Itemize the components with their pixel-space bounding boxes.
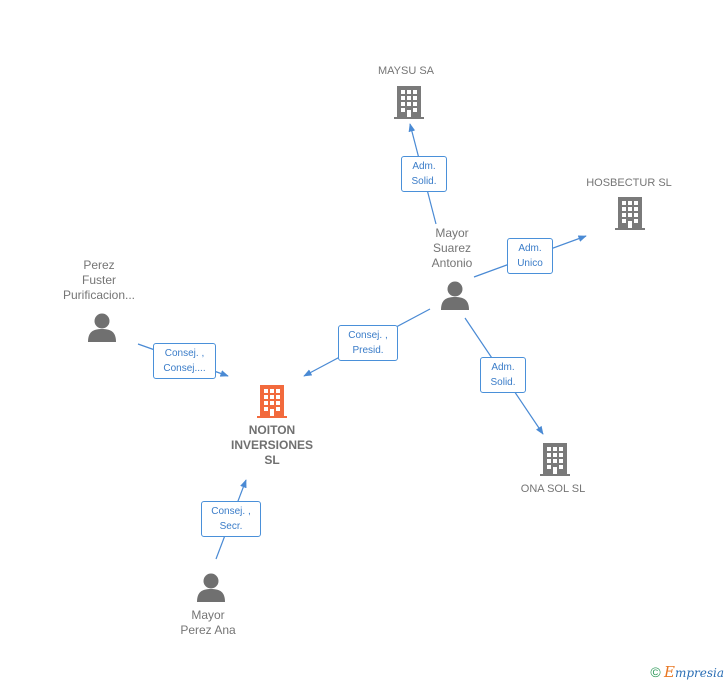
role-consej-secr: Consej. , Secr. xyxy=(201,501,261,537)
ona-sol-name: ONA SOL SL xyxy=(520,483,586,495)
role-consej-consej: Consej. , Consej.... xyxy=(153,343,216,379)
brand-rest: mpresia xyxy=(674,666,724,680)
role-adm-solid-maysu: Adm. Solid. xyxy=(401,156,447,192)
noiton-building-icon[interactable] xyxy=(257,385,287,418)
empresia-brand[interactable]: © Empresia xyxy=(650,663,724,681)
mayor-perez-person-icon[interactable] xyxy=(197,573,225,603)
perez-fuster-line-1: Perez xyxy=(83,258,115,272)
hosbectur-label[interactable]: HOSBECTUR SL xyxy=(574,176,684,191)
hosbectur-building-icon[interactable] xyxy=(615,197,645,230)
role-adm-solid-ona: Adm. Solid. xyxy=(480,357,526,393)
role-line-1: Adm. xyxy=(491,362,515,373)
perez-fuster-label[interactable]: Perez Fuster Purificacion... xyxy=(49,258,149,303)
noiton-name-line-3: SL xyxy=(264,453,280,467)
role-adm-unico: Adm. Unico xyxy=(507,238,553,274)
role-line-1: Consej. , xyxy=(348,330,388,341)
copyright-icon: © xyxy=(650,664,661,680)
hosbectur-name: HOSBECTUR SL xyxy=(586,177,672,189)
perez-fuster-line-3: Purificacion... xyxy=(62,288,136,302)
role-line-1: Adm. xyxy=(412,161,436,172)
role-line-2: Consej.... xyxy=(163,363,206,374)
role-line-2: Secr. xyxy=(219,521,243,532)
noiton-name-line-2: INVERSIONES xyxy=(230,438,314,452)
maysu-name: MAYSU SA xyxy=(377,65,435,77)
role-line-2: Solid. xyxy=(411,176,437,187)
mayor-perez-line-1: Mayor xyxy=(191,608,225,622)
role-line-1: Adm. xyxy=(518,243,542,254)
role-line-2: Unico xyxy=(517,258,543,269)
mayor-suarez-line-2: Suarez xyxy=(432,241,472,255)
role-line-1: Consej. , xyxy=(211,506,251,517)
mayor-suarez-person-icon[interactable] xyxy=(441,281,469,311)
noiton-label[interactable]: NOITON INVERSIONES SL xyxy=(212,423,332,468)
perez-fuster-person-icon[interactable] xyxy=(88,313,116,343)
brand-initial: E xyxy=(663,663,675,681)
mayor-perez-label[interactable]: Mayor Perez Ana xyxy=(158,608,258,638)
ona-sol-label[interactable]: ONA SOL SL xyxy=(503,482,603,497)
perez-fuster-line-2: Fuster xyxy=(81,273,116,287)
role-line-2: Presid. xyxy=(352,345,384,356)
mayor-suarez-line-1: Mayor xyxy=(435,226,469,240)
mayor-perez-line-2: Perez Ana xyxy=(180,623,236,637)
mayor-suarez-line-3: Antonio xyxy=(431,256,473,270)
role-line-1: Consej. , xyxy=(164,348,205,359)
maysu-label[interactable]: MAYSU SA xyxy=(356,64,456,79)
noiton-name-line-1: NOITON xyxy=(248,423,296,437)
role-line-2: Solid. xyxy=(490,377,516,388)
maysu-building-icon[interactable] xyxy=(394,86,424,119)
role-consej-presid: Consej. , Presid. xyxy=(338,325,398,361)
mayor-suarez-label[interactable]: Mayor Suarez Antonio xyxy=(402,226,502,271)
ona-sol-building-icon[interactable] xyxy=(540,443,570,476)
